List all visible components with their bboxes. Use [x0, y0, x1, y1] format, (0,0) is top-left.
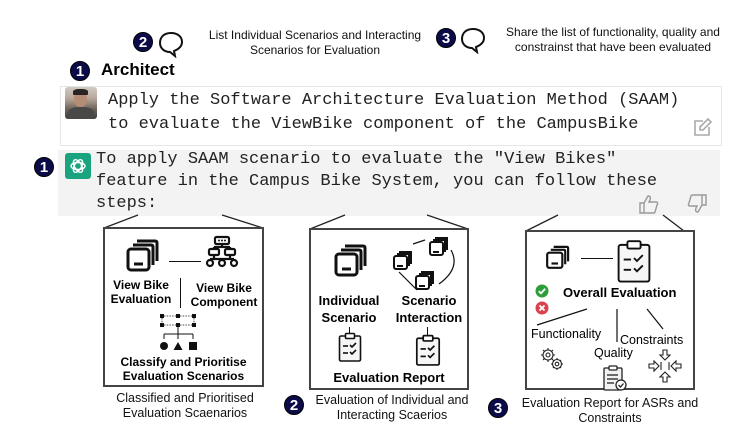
- thumbs-down-icon[interactable]: [686, 194, 708, 214]
- assistant-answer: To apply SAAM scenario to evaluate the "…: [58, 150, 720, 216]
- panel-1-caption: Classified and Prioritised Evaluation Sc…: [90, 391, 280, 421]
- speech-bubble-icon: [158, 31, 184, 58]
- step-badge-2: 2: [284, 395, 304, 415]
- label-line: Classify and Prioritise: [120, 355, 247, 369]
- answer-badge: 1: [34, 157, 54, 177]
- speech-bubble-icon: [460, 27, 486, 54]
- edit-icon[interactable]: [691, 117, 713, 139]
- check-circle-icon: [535, 284, 549, 298]
- caption-line: Constraints: [578, 411, 642, 425]
- classification-icon: [160, 314, 197, 350]
- connector-line: [103, 214, 139, 229]
- step-2-line1: List Individual Scenarios and Interactin…: [208, 28, 422, 42]
- label-line: Evaluation: [110, 292, 172, 306]
- functionality-label: Functionality: [531, 327, 602, 341]
- step-badge-2: 2: [133, 32, 153, 52]
- connector-line: [309, 214, 346, 230]
- step-2-line2: Scenarios for Evaluation: [249, 43, 381, 57]
- scenario-stack-icon: [546, 245, 570, 269]
- individual-scenario-icon: [334, 244, 367, 277]
- answer-line-1: To apply SAAM scenario to evaluate the "…: [96, 150, 617, 169]
- panel-classify: View Bike Evaluation View Bike Component…: [103, 227, 264, 387]
- caption-line: Evaluation Scaenarios: [122, 406, 248, 420]
- quality-report-icon: [603, 365, 627, 391]
- cross-circle-icon: [535, 301, 549, 315]
- caption-line: Interacting Scaerios: [336, 408, 448, 422]
- classify-prioritise-label: Classify and Prioritise Evaluation Scena…: [105, 355, 262, 383]
- view-bike-component-label: View Bike Component: [189, 281, 259, 309]
- connector-line: [525, 214, 559, 232]
- caption-line: Classified and Prioritised: [116, 391, 254, 405]
- label-line: Interaction: [395, 310, 463, 325]
- avatar: [65, 87, 97, 119]
- panel-evaluation: Individual Scenario Scenario Interaction…: [309, 228, 469, 390]
- panel-overall: Overall Evaluation Functionality Quality…: [525, 230, 695, 391]
- caption-line: Evaluation Report for ASRs and: [521, 396, 699, 410]
- caption-line: Evaluation of Individual and: [315, 393, 469, 407]
- thumbs-up-icon[interactable]: [638, 194, 660, 214]
- branch-lines: [536, 308, 664, 342]
- connector-h: [581, 258, 613, 260]
- constraints-arrows-icon: [648, 349, 682, 383]
- component-hierarchy-icon: [205, 235, 239, 268]
- scenario-interaction-icon: [393, 237, 455, 291]
- connector-line: [426, 214, 469, 230]
- panel-2-caption: Evaluation of Individual and Interacting…: [302, 393, 482, 423]
- evaluation-report-label: Evaluation Report: [333, 370, 445, 385]
- step-badge-3: 3: [436, 28, 456, 48]
- connector-v: [427, 327, 429, 335]
- scenario-interaction-label: Scenario Interaction: [387, 292, 471, 326]
- step-2-note: List Individual Scenarios and Interactin…: [190, 28, 440, 58]
- step-3-line1: Share the list of functionality, quality…: [506, 25, 720, 39]
- step-3-line2: constrainst that have been evaluated: [514, 40, 712, 54]
- user-prompt: Apply the Software Architecture Evaluati…: [60, 86, 722, 146]
- connector-line: [221, 214, 264, 229]
- view-bike-evaluation-label: View Bike Evaluation: [107, 278, 175, 306]
- step-3-note: Share the list of functionality, quality…: [488, 25, 738, 55]
- label-line: Scenario: [401, 293, 457, 308]
- quality-label: Quality: [594, 346, 633, 360]
- prompt-line-2: to evaluate the ViewBike component of th…: [108, 115, 639, 134]
- architect-label: Architect: [101, 60, 175, 79]
- individual-scenario-label: Individual Scenario: [311, 292, 387, 326]
- branch-line: [536, 308, 588, 326]
- step-badge-3: 3: [488, 398, 508, 418]
- clipboard-check-icon: [415, 334, 441, 366]
- branch-line: [646, 308, 664, 330]
- answer-line-2: feature in the Campus Bike System, you c…: [96, 172, 658, 191]
- clipboard-check-icon: [617, 240, 651, 283]
- prompt-line-1: Apply the Software Architecture Evaluati…: [108, 91, 680, 110]
- answer-line-3: steps:: [96, 194, 158, 213]
- connector-line: [662, 214, 685, 232]
- architect-badge: 1: [70, 61, 90, 81]
- constraints-label: Constraints: [620, 333, 684, 347]
- connector-h: [169, 261, 201, 263]
- chatgpt-logo-icon: [65, 153, 91, 179]
- connector-v: [180, 278, 182, 308]
- label-line: Scenario: [321, 310, 377, 325]
- label-line: View Bike: [196, 281, 252, 295]
- label-line: Individual: [318, 293, 380, 308]
- clipboard-check-icon: [338, 332, 362, 362]
- label-line: View Bike: [113, 278, 169, 292]
- gears-icon: [541, 348, 563, 370]
- overall-evaluation-label: Overall Evaluation: [563, 285, 677, 300]
- label-line: Component: [190, 295, 258, 309]
- label-line: Evaluation Scenarios: [122, 369, 245, 383]
- panel-3-caption: Evaluation Report for ASRs and Constrain…: [510, 396, 710, 426]
- connector-v: [349, 327, 351, 334]
- scenario-stack-icon: [126, 239, 159, 272]
